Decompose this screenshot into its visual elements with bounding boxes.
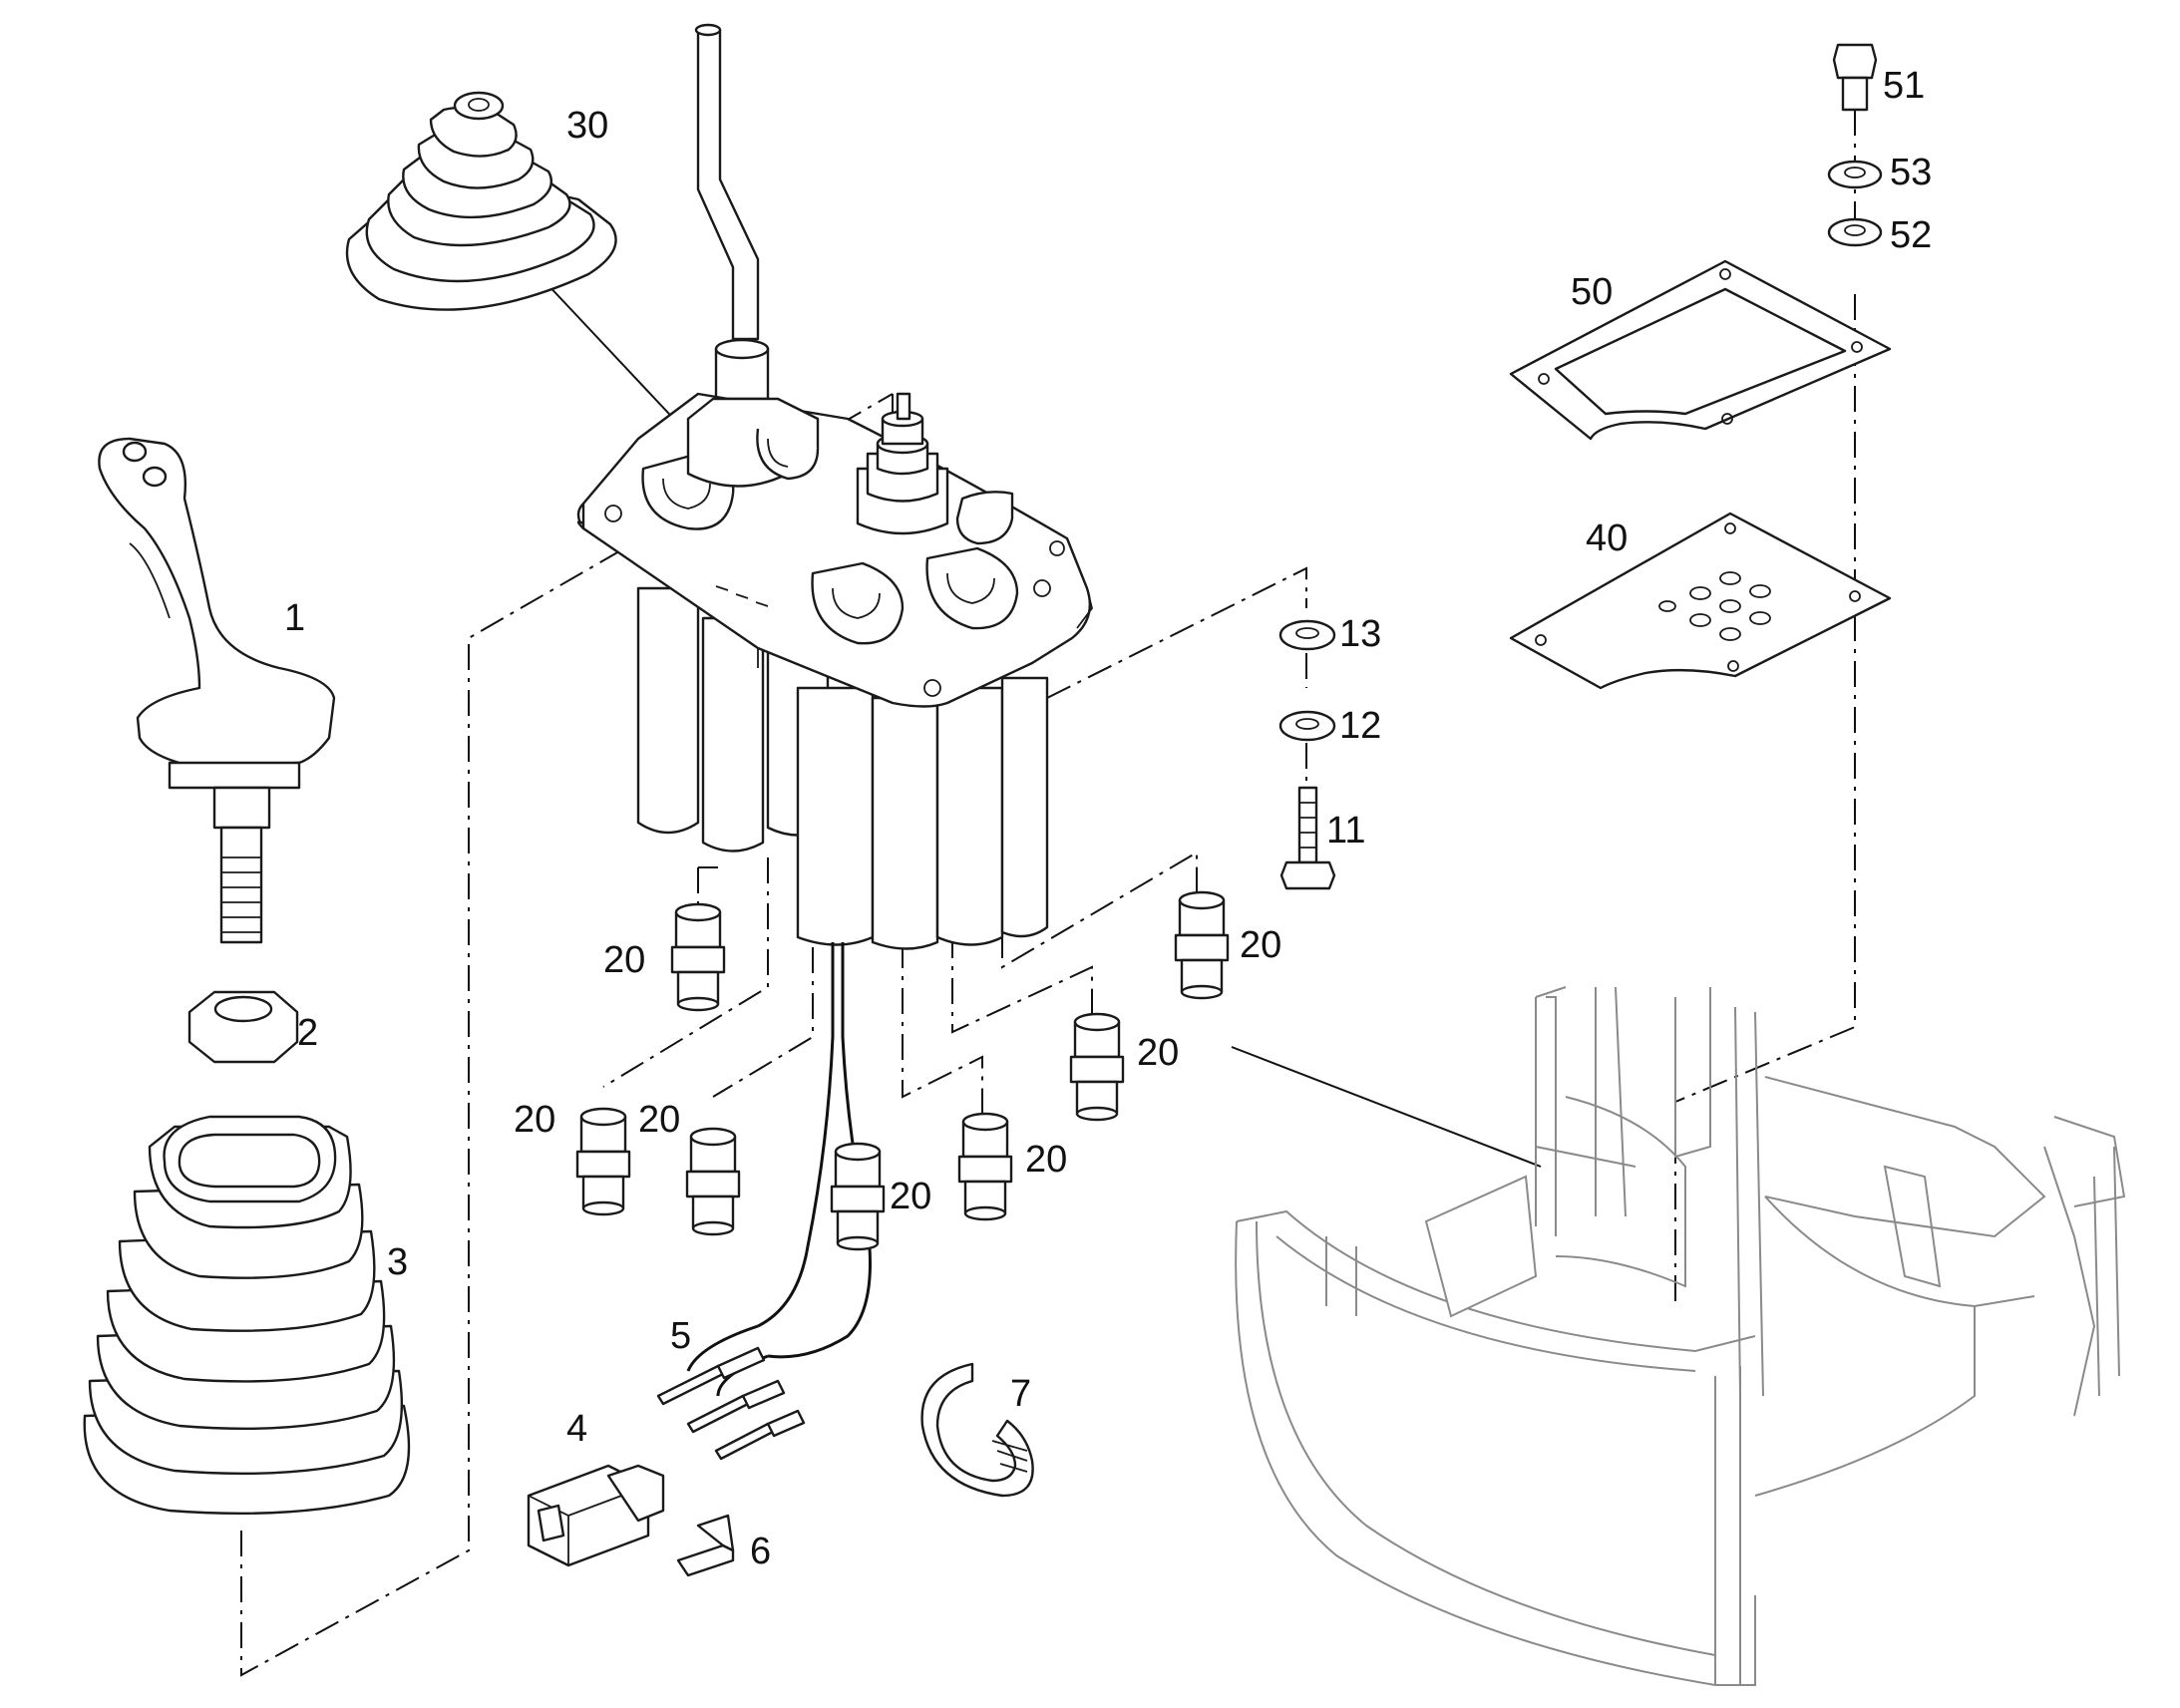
callout-3: 3 bbox=[387, 1241, 408, 1283]
callout-20-e: 20 bbox=[1025, 1139, 1067, 1181]
callout-20-d: 20 bbox=[890, 1176, 931, 1217]
nut-part-2 bbox=[187, 990, 299, 1064]
callout-20-b: 20 bbox=[514, 1099, 555, 1141]
callout-52: 52 bbox=[1890, 214, 1932, 256]
callout-30: 30 bbox=[566, 105, 608, 147]
wedge-lock-part-6 bbox=[676, 1514, 735, 1577]
connector-part-4 bbox=[527, 1464, 665, 1567]
callout-5: 5 bbox=[670, 1315, 691, 1357]
callout-4: 4 bbox=[566, 1408, 587, 1450]
callout-20-c: 20 bbox=[638, 1099, 680, 1141]
bolt-part-51 bbox=[1832, 43, 1878, 112]
callout-20-g: 20 bbox=[1240, 924, 1281, 966]
washer-part-52 bbox=[1827, 217, 1883, 247]
pilot-valve-assembly bbox=[576, 23, 1093, 1397]
callout-20-f: 20 bbox=[1137, 1032, 1179, 1074]
washer-part-13 bbox=[1278, 619, 1336, 651]
callout-53: 53 bbox=[1890, 152, 1932, 193]
callout-11: 11 bbox=[1326, 810, 1365, 852]
assembly-lines bbox=[240, 110, 1856, 1677]
callout-13: 13 bbox=[1339, 613, 1381, 655]
callout-20-a: 20 bbox=[603, 939, 645, 981]
leader-lines bbox=[528, 263, 1542, 1168]
callout-7: 7 bbox=[1010, 1373, 1031, 1415]
joystick-handle-part-1 bbox=[98, 437, 336, 944]
callout-2: 2 bbox=[297, 1012, 318, 1054]
callout-50: 50 bbox=[1571, 271, 1613, 313]
callout-40: 40 bbox=[1586, 517, 1628, 559]
fittings-part-20 bbox=[575, 890, 1230, 1251]
plate-part-50 bbox=[1509, 259, 1892, 441]
bolt-part-11 bbox=[1279, 786, 1336, 890]
callout-labels: 1 2 3 4 5 6 7 11 12 13 20 20 20 20 20 20… bbox=[284, 65, 1932, 1572]
contact-pins-part-5 bbox=[656, 1346, 806, 1461]
boot-bottom-part-3 bbox=[83, 1115, 411, 1516]
callout-51: 51 bbox=[1883, 65, 1925, 107]
cable-tie-part-7 bbox=[920, 1362, 1034, 1498]
callout-6: 6 bbox=[750, 1531, 771, 1572]
washer-part-53 bbox=[1827, 160, 1883, 189]
boot-top-part-30 bbox=[345, 91, 617, 311]
callout-1: 1 bbox=[284, 597, 305, 639]
machine-cab-ghost bbox=[1235, 986, 2126, 1686]
washer-part-12 bbox=[1278, 710, 1336, 742]
callout-12: 12 bbox=[1339, 705, 1381, 747]
plate-part-40 bbox=[1509, 512, 1892, 690]
